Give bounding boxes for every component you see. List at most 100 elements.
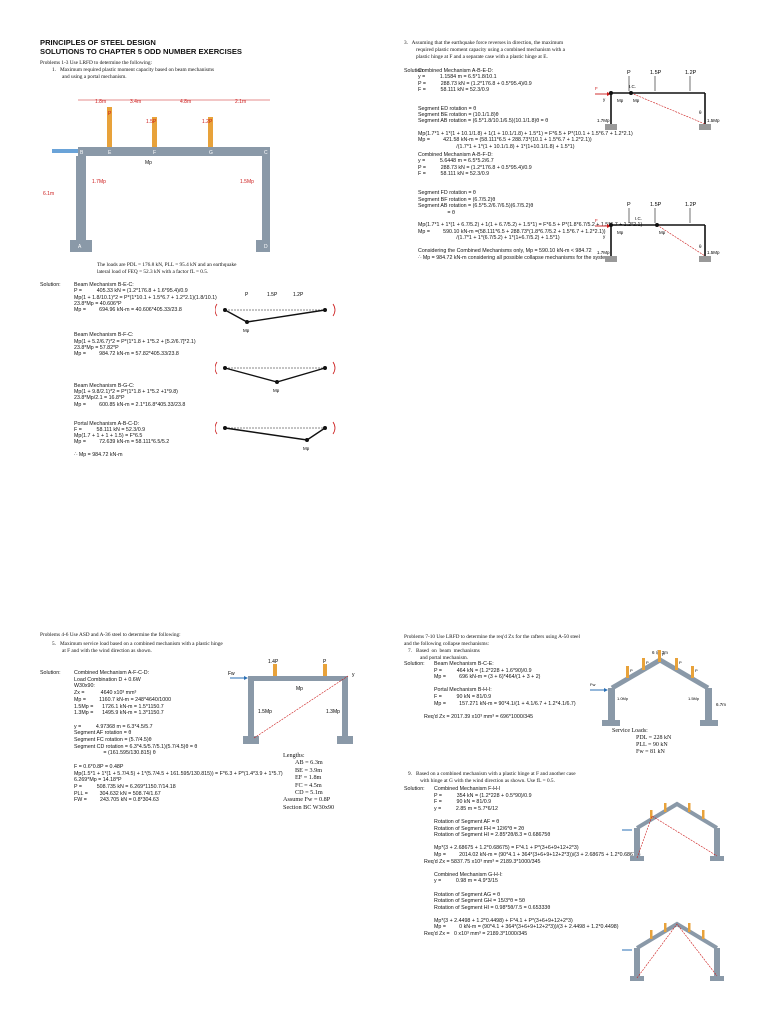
q5-17: P = 508.735 kN = 6.269*1150.7/14.18 xyxy=(74,783,176,790)
q5-3: Zx = 4640 x10³ mm³ xyxy=(74,690,137,697)
q9-0: Combined Mechanism F-H-I xyxy=(434,786,501,792)
q5-lines: Combined Mechanism A-F-C-D: Load Combina… xyxy=(74,670,374,804)
q9-15 xyxy=(434,885,734,892)
q1-joint-f: F xyxy=(153,150,156,156)
q3d1-mp1: Mp xyxy=(617,98,624,103)
q9-1: P = 354 kN = (1.2*228 + 0.5*90)/0.9 xyxy=(434,792,532,799)
mech3-mp: Mp xyxy=(303,446,310,451)
q5-item-b: at F and with the wind direction as show… xyxy=(62,647,152,654)
q1-line-0: Beam Mechanism B-E-C: xyxy=(74,282,134,288)
q1-line-19: Mp = 600.85 kN-m = 2.1*16.8*405.33/23.8 xyxy=(74,401,186,408)
q9-6: Rotation of Segment FH = 12/6*θ = 2θ xyxy=(434,825,525,832)
q7-lines-a: Beam Mechanism B-C-E: P = 464 kN = (1.2*… xyxy=(424,661,614,720)
q3d1-mp2: Mp xyxy=(633,98,640,103)
q7a-2: Mp = 696 kN-m = (3 + 6)*464/(1 + 3 + 2) xyxy=(434,674,541,681)
q1-item1: 1. Maximum required plastic moment capac… xyxy=(52,67,215,74)
q3-lines-a: Combined Mechanism A-B-E-D: y = 1.1584 m… xyxy=(418,68,738,150)
q1-joint-c: C xyxy=(264,150,268,156)
q3d1-theta: θ xyxy=(699,110,702,115)
q9-item-b: with hinge at G with the wind direction … xyxy=(420,777,555,784)
q1-joint-e: E xyxy=(108,150,112,156)
q5-6: 1.3Mp = 1495.9 kN-m = 1.3*1150.7 xyxy=(74,710,164,717)
q3b-12: Mp = 590.10 kN-m =(58.111*6.5 + 288.73*(… xyxy=(418,228,606,235)
q1-dim-1: 3.4m xyxy=(130,99,141,105)
q9-11: Req'd Zx = 5837.75 x10³ mm³ = 2189.3*100… xyxy=(424,858,541,865)
q3d2-15p: 1.5P xyxy=(650,202,662,208)
q5-12: = (161.595/130.815) θ xyxy=(74,750,156,757)
q3a-10: Mp(1.7*1 + 1*(1 + 10.1/1.8) + 1(1 + 10.1… xyxy=(418,130,633,137)
q9-20: Mp*(3 + 2.4498 + 1.2*0.4498) + F*4.1 + P… xyxy=(434,917,573,924)
q9-item: 9. Based on a combined mechanism with a … xyxy=(408,771,576,777)
q3a-6: Segment ED rotation = θ xyxy=(418,105,477,112)
q1-load-label-2: 1.2P xyxy=(202,119,213,125)
q3d2-mp1: Mp xyxy=(617,230,624,235)
q9-7: Rotation of Segment HI = 2.85*2θ/8.3 = 0… xyxy=(434,832,551,839)
q9-13: Combined Mechanism G-H-I: xyxy=(434,871,503,878)
q9-12 xyxy=(434,865,734,872)
q1-col-left-label: 1.7Mp xyxy=(92,179,106,185)
q1-support-a: A xyxy=(78,244,82,250)
q3b-15: Considering the Combined Mechanisms only… xyxy=(418,248,592,255)
q9-gable-diagram-1 xyxy=(622,801,724,861)
q7-header: Problems 7-10 Use LRFD to determine the … xyxy=(404,634,734,662)
q1-dim-2: 4.8m xyxy=(180,99,191,105)
q5-0: Combined Mechanism A-F-C-D: xyxy=(74,670,150,676)
q3d1-f: F xyxy=(595,86,598,91)
q9-2: F = 90 kN = 81/0.9 xyxy=(434,799,492,806)
mech1-p: P xyxy=(245,292,249,298)
q5-intro: Problems 4-6 Use ASD and A-36 steel to d… xyxy=(40,632,181,638)
q1-loads-line2: lateral load of FEQ = 52.3 kN with a fac… xyxy=(97,268,209,275)
q5-19: FW = 243.705 kN = 0.8*304.63 xyxy=(74,797,159,804)
q1-support-d: D xyxy=(264,244,268,250)
q1-line-10: 23.8*Mp = 57.82*P xyxy=(74,344,119,351)
q7a-5: F = 90 kN = 81/0.9 xyxy=(434,693,492,700)
q9-5: Rotation of Segment AF = θ xyxy=(434,818,500,825)
q1-load-label-0: P xyxy=(108,111,112,117)
q3-header: 3. Assuming that the earthquake force re… xyxy=(404,40,734,61)
q3-item: 3. Assuming that the earthquake force re… xyxy=(404,40,564,46)
q5-4: Mp = 1160.7 kN-m = 248*4640/1000 xyxy=(74,696,172,703)
q7-service-title: Service Loads: xyxy=(612,728,648,734)
q3d2-f: F xyxy=(595,218,598,223)
q1-height: 6.1m xyxy=(43,191,54,197)
page-title-line2: SOLUTIONS TO CHAPTER 5 ODD NUMBER EXERCI… xyxy=(40,47,242,57)
mech2-mp: Mp xyxy=(273,388,280,393)
q1-line-11: Mp = 984.72 kN-m = 57.82*405.33/23.8 xyxy=(74,351,179,358)
q1-loads-line1: The loads are PDL = 176.8 kN, PLL = 95.4… xyxy=(97,262,237,268)
q1-joint-g: G xyxy=(209,150,213,156)
q7-service-1: PLL = 90 kN xyxy=(636,742,668,748)
q1-line-2: Mp(1 + 1.8/10.1)*2 = P*(1*10.1 + 1.5*6.7… xyxy=(74,294,217,301)
q7-intro: Problems 7-10 Use LRFD to determine the … xyxy=(404,634,581,640)
q1-mechanism-sketches: P 1.5P 1.2P Mp Mp Mp xyxy=(215,292,336,451)
q3a-11: Mp = 421.58 kN-m = (58.111*6.5 + 288.73*… xyxy=(418,137,592,144)
q5-16: 6.269*Mp = 14.18*P xyxy=(74,777,122,784)
q7a-0: Beam Mechanism B-C-E: xyxy=(434,661,494,667)
q7-item-b: and portal mechanism. xyxy=(420,654,469,661)
q9-9: Mp*(3 + 2.68675 + 1.2*0.68675) = F*4.1 +… xyxy=(434,845,579,852)
q5-item: 5. Maximum service load based on a combi… xyxy=(52,640,223,647)
q1-line-3: 23.8*Mp = 40.606*P xyxy=(74,300,122,307)
q5-lengths: Lengths: AB = 6.3m BE = 3.9m EF = 1.8m F… xyxy=(283,752,373,811)
q7-service-0: PDL = 228 kN xyxy=(636,735,672,741)
q1-line-27: ∴ Mp = 984.72 kN-m xyxy=(74,452,123,459)
q3d2-theta: θ xyxy=(699,244,702,249)
q5-len-0: AB = 6.3m xyxy=(295,759,323,767)
q3d2-15mp: 1.5Mp xyxy=(707,250,720,255)
q3a-7: Segment BE rotation = (10.1/1.8)θ xyxy=(418,112,499,119)
q5-len-2: EF = 1.8m xyxy=(295,774,322,782)
q3b-8: Segment AB rotation = (6.5*5.2/6.7/6.5)(… xyxy=(418,203,534,210)
q1-load-label-1: 1.5P xyxy=(146,119,157,125)
q3b-2: P = 288.73 kN = (1.2*176.8 + 0.5*95.4)/0… xyxy=(418,164,532,171)
q5-frame-diagram: 1.4P P Fw y Mp 1.5Mp 1.3Mp xyxy=(228,659,355,744)
q7-solution: Solution: xyxy=(404,661,434,668)
q1-pane: PRINCIPLES OF STEEL DESIGN SOLUTIONS TO … xyxy=(40,38,370,81)
q3b-1: y = 5.6448 m = 6.5*5.2/6.7 xyxy=(418,158,494,165)
q3d2-ic: I.C. xyxy=(635,216,642,221)
mech1-mp: Mp xyxy=(243,328,250,333)
q7g-p2: P xyxy=(646,660,649,665)
q5-lengths-title: Lengths: xyxy=(283,752,305,759)
q1-line-1: P = 405.33 kN = (1.2*176.8 + 1.6*95.4)/0… xyxy=(74,288,188,295)
q5d-15mp: 1.5Mp xyxy=(258,709,272,715)
q3-solution-label: Solution: xyxy=(404,68,425,74)
q1-solution: Solution: xyxy=(40,282,370,289)
